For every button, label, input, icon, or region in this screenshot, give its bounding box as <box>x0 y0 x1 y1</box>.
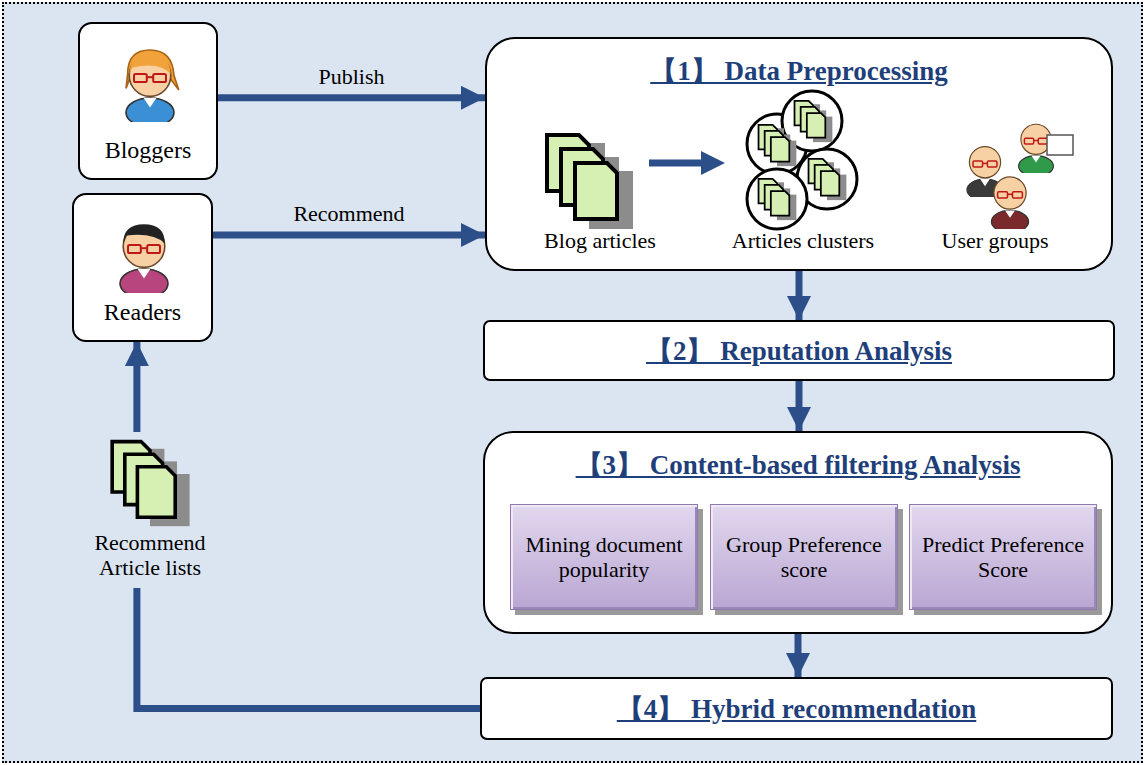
flow-arrow <box>795 634 802 677</box>
stage-bar: 【4】 Hybrid recommendation <box>480 677 1113 740</box>
flow-arrow <box>218 94 485 101</box>
stage-bar: 【2】 Reputation Analysis <box>483 320 1115 381</box>
method-box: Predict Preference Score <box>909 504 1097 610</box>
flow-arrow <box>796 381 803 431</box>
stage-panel: 【3】 Content-based filtering AnalysisMini… <box>483 431 1113 634</box>
method-box: Group Preference score <box>710 504 898 610</box>
flow-arrow <box>796 271 803 320</box>
blogger-icon <box>110 32 190 132</box>
article-list-icon <box>104 438 196 528</box>
edge-label: Publish <box>315 64 387 90</box>
icon-caption: Blog articles <box>520 228 680 253</box>
stage-heading: 【1】 Data Preprocessing <box>650 53 947 89</box>
node-label: Bloggers <box>105 137 192 164</box>
method-box: Mining document popularity <box>510 504 698 610</box>
flow-arrow <box>213 232 485 239</box>
stage-heading: 【4】 Hybrid recommendation <box>617 691 977 727</box>
actor-box: Readers <box>72 193 213 342</box>
stage-heading: 【3】 Content-based filtering Analysis <box>576 447 1021 483</box>
icon-caption: Recommend Article lists <box>75 530 225 581</box>
icon-caption: Articles clusters <box>708 228 898 253</box>
node-label: Group Preference score <box>719 532 889 583</box>
actor-box: Bloggers <box>78 22 218 180</box>
node-label: Predict Preference Score <box>918 532 1088 583</box>
icon-caption: User groups <box>915 228 1075 253</box>
stage-heading: 【2】 Reputation Analysis <box>646 333 952 369</box>
edge-label: Recommend <box>290 201 407 227</box>
node-label: Mining document popularity <box>519 532 689 583</box>
node-label: Readers <box>104 299 181 326</box>
reader-icon <box>104 203 184 303</box>
